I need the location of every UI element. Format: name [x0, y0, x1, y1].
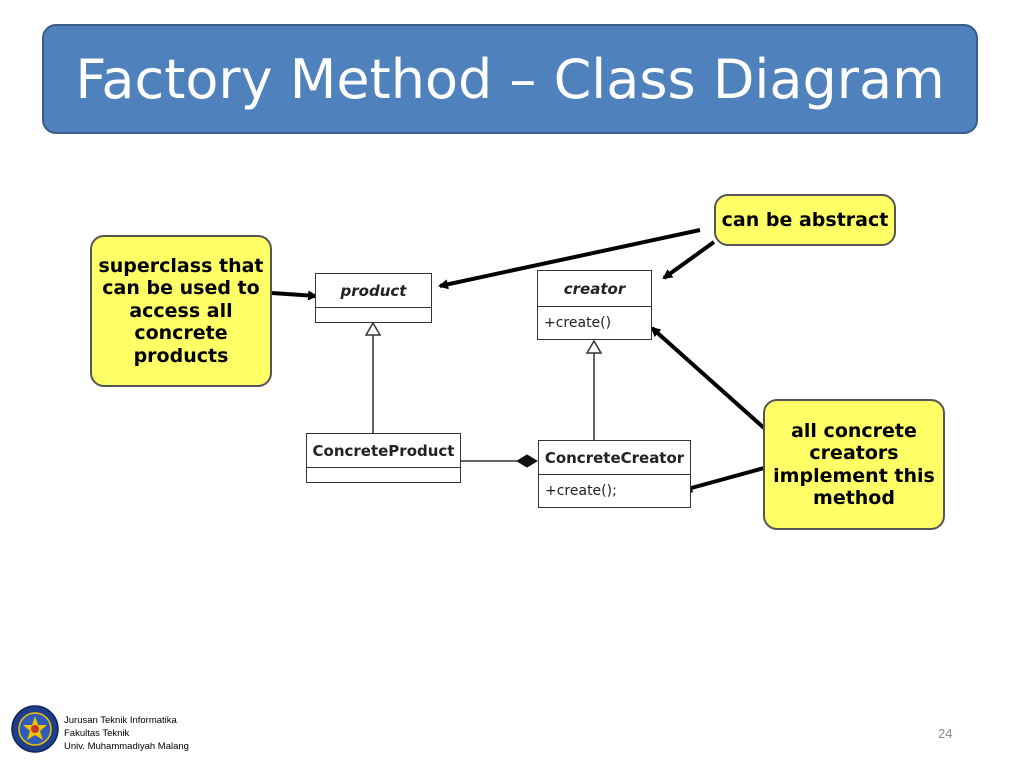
slide-title: Factory Method – Class Diagram — [75, 47, 945, 111]
arrow-abstract-to-product — [438, 228, 701, 290]
callout-superclass-line-3: access all — [129, 299, 233, 322]
callout-implement-line-2: creators — [809, 442, 899, 465]
class-product: product — [315, 273, 432, 323]
callout-implement-line-4: method — [813, 486, 895, 509]
page-number: 24 — [938, 726, 953, 741]
callout-superclass-line-2: can be used to — [102, 277, 260, 300]
class-creator: creator +create() — [537, 270, 652, 340]
composition-diamond — [516, 454, 538, 468]
arrow-implement-to-create — [650, 326, 766, 430]
class-concrete-product: ConcreteProduct — [306, 433, 461, 483]
inheritance-triangle-product — [364, 321, 382, 336]
class-concrete-product-name: ConcreteProduct — [307, 434, 460, 468]
callout-abstract-line-1: can be abstract — [721, 208, 889, 231]
callout-superclass-line-1: superclass that — [98, 254, 264, 277]
class-concrete-creator: ConcreteCreator +create(); — [538, 440, 691, 508]
footer-line-2: Fakultas Teknik — [64, 728, 130, 739]
university-seal-icon — [11, 705, 59, 753]
arrow-abstract-to-creator — [662, 240, 716, 280]
footer-line-3: Univ. Muhammadiyah Malang — [64, 741, 189, 752]
footer-line-1: Jurusan Teknik Informatika — [64, 715, 177, 726]
class-creator-name: creator — [538, 271, 651, 307]
callout-implement-line-3: implement this — [773, 464, 935, 487]
class-product-name: product — [316, 274, 431, 308]
inheritance-triangle-creator — [585, 339, 603, 354]
callout-implement-line-1: all concrete — [791, 419, 917, 442]
title-banner: Factory Method – Class Diagram — [42, 24, 978, 134]
footer-institution: Jurusan Teknik Informatika Fakultas Tekn… — [64, 714, 189, 753]
callout-superclass-line-4: concrete — [134, 322, 228, 345]
class-creator-operation: +create() — [544, 315, 612, 331]
arrow-implement-to-concrete-create — [682, 466, 765, 493]
callout-implement: all concrete creators implement this met… — [763, 399, 945, 530]
class-concrete-creator-name: ConcreteCreator — [539, 441, 690, 475]
class-concrete-creator-operation: +create(); — [545, 483, 617, 499]
arrow-superclass-to-product — [271, 290, 318, 301]
callout-abstract: can be abstract — [714, 194, 896, 246]
callout-superclass: superclass that can be used to access al… — [90, 235, 272, 387]
callout-superclass-line-5: products — [133, 344, 229, 367]
